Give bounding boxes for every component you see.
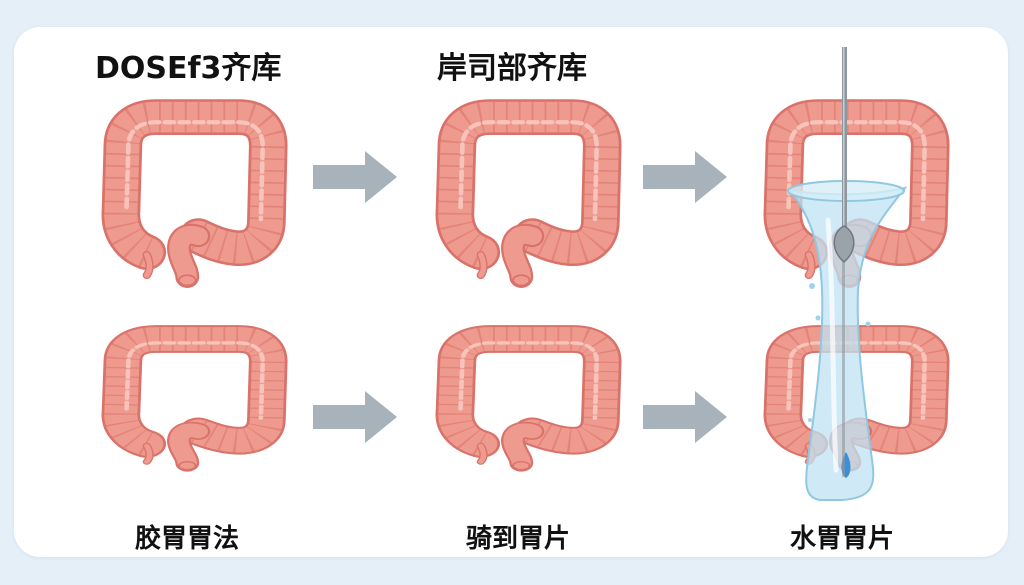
colon-illustration (455, 117, 602, 285)
right-arrow-icon (313, 391, 397, 443)
colon-illustration (121, 339, 268, 470)
caption-column-3: 水胃胃片 (790, 524, 895, 554)
colon-illustration (455, 339, 602, 470)
right-arrow-icon (643, 151, 727, 203)
heading-column-1: DOSEf3齐库 (95, 51, 282, 86)
probe-rod (833, 47, 855, 477)
caption-column-2: 骑到胃片 (466, 524, 571, 554)
right-arrow-icon (643, 391, 727, 443)
caption-column-1: 胶胃胃法 (135, 524, 240, 554)
right-arrow-icon (313, 151, 397, 203)
colon-illustration (121, 117, 268, 285)
heading-column-2: 岸司部齐库 (437, 51, 587, 86)
